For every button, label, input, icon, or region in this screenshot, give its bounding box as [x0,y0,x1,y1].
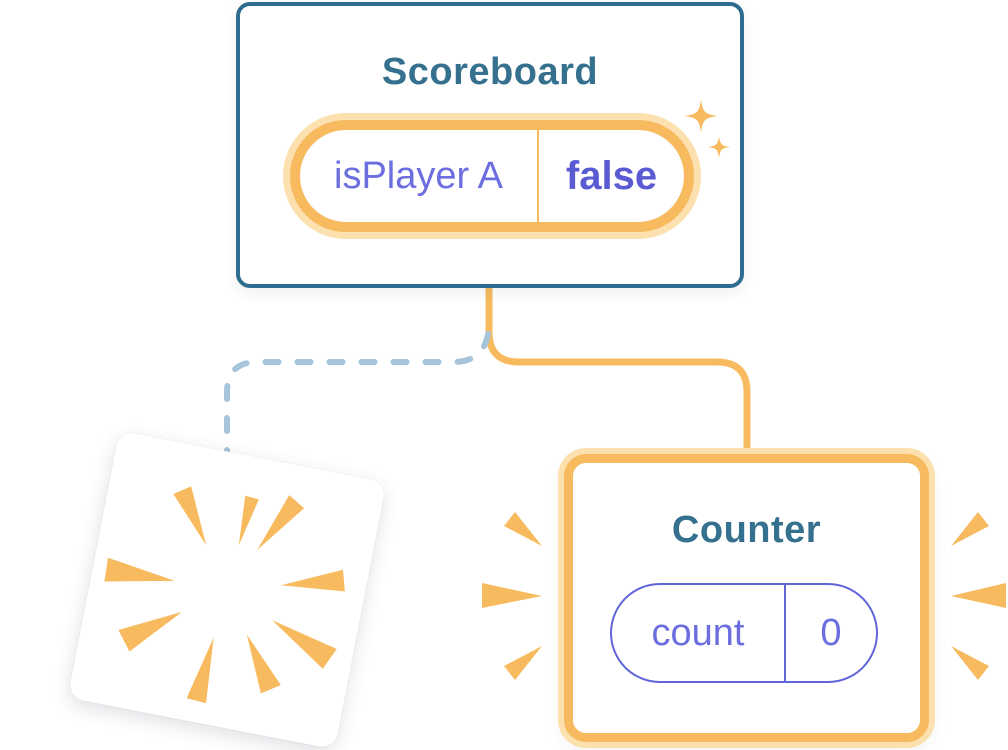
dashed-connector-line [224,331,491,465]
scoreboard-state-pill: isPlayer A false [290,120,694,232]
poof-wedge [272,620,337,669]
state-key-label: isPlayer A [334,154,503,197]
burst-wedge [482,583,542,608]
poof-wedge [246,634,281,694]
pill-divider [784,585,786,681]
poof-wedge [280,569,345,592]
destroyed-component-card [67,430,387,750]
poof-wedge [257,495,305,551]
state-value-label: false [565,153,658,198]
counter-card: Counter count 0 [564,454,929,742]
pill-divider [537,130,539,222]
poof-wedge [238,495,259,546]
counter-title: Counter [671,509,822,551]
scoreboard-title: Scoreboard [381,51,599,93]
orange-connector-line [485,280,751,452]
poof-wedge [186,637,214,704]
poof-wedge [118,611,183,652]
counter-state-pill: count 0 [610,583,878,683]
burst-wedge [951,646,989,680]
poof-wedge [104,557,175,582]
poof-wedge [173,486,207,546]
burst-wedge [504,646,542,680]
state-key-label: count [651,611,745,654]
poof-burst-icon [104,486,345,704]
burst-wedge [504,512,542,546]
burst-wedge [951,583,1006,608]
scoreboard-card: Scoreboard isPlayer A false [236,2,744,288]
state-value-label: 0 [820,611,842,654]
burst-wedge [951,512,989,546]
